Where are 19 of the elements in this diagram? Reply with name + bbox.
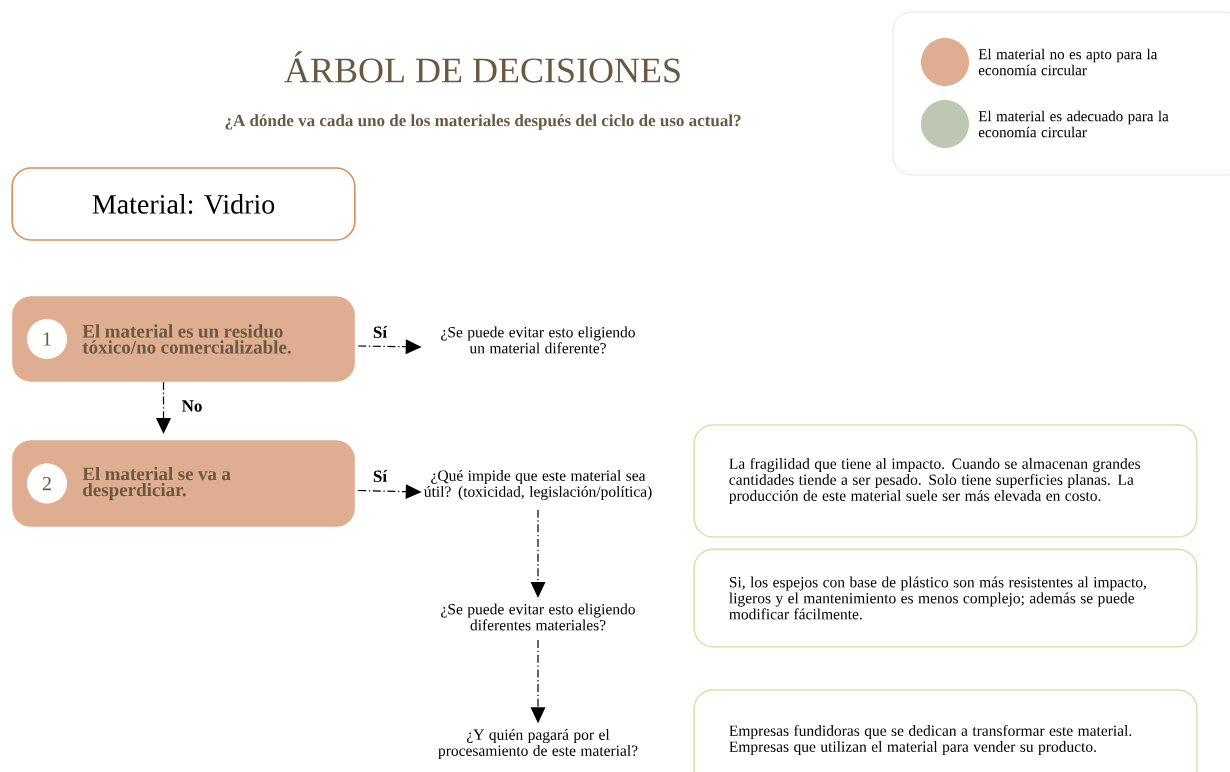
arrow [530, 509, 546, 598]
answer-box: La fragilidad que tiene al impacto. Cuando se almacenan grandes cantidades tiende a ser pesado. Solo tiene superficies planas. La producción de este material suele ser más elevada en costo. [693, 424, 1198, 538]
answer-box: Empresas fundidoras que se dedican a transformar este material. Empresas que utilizan el material para vender su producto. [693, 689, 1198, 772]
question-text: ¿Se puede evitar esto eligiendo diferentes materiales? [441, 603, 635, 631]
step-box: 2 El material se va a desperdiciar. [12, 440, 355, 527]
edge-label: Sí [371, 468, 389, 484]
edge-label: Sí [371, 324, 389, 340]
legend-text: El material no es apto para la economía circular [978, 48, 1158, 76]
legend-text: El material es adecuado para la economía circular [978, 110, 1169, 138]
question-text: ¿Y quién pagará por el procesamiento de este material? [438, 729, 638, 760]
subtitle: ¿A dónde va cada uno de los materiales después del ciclo de uso actual? [225, 114, 741, 130]
question-text: ¿Qué impide que este material sea útil? (toxicidad, legislación/política) [424, 469, 652, 501]
edge-label: No [180, 399, 204, 413]
material-box: Material: Vidrio [11, 167, 356, 241]
question-text: ¿Se puede evitar esto eligiendo un material diferente? [441, 326, 635, 354]
answer-box: Si, los espejos con base de plástico son más resistentes al impacto, ligeros y el mantenimiento es menos complejo; además se puede modificar fácilmente. [693, 548, 1198, 648]
arrow [156, 381, 171, 434]
title: ÁRBOL DE DECISIONES [284, 51, 680, 83]
step-box: 1 El material es un residuo tóxico/no comercializable. [12, 296, 355, 382]
